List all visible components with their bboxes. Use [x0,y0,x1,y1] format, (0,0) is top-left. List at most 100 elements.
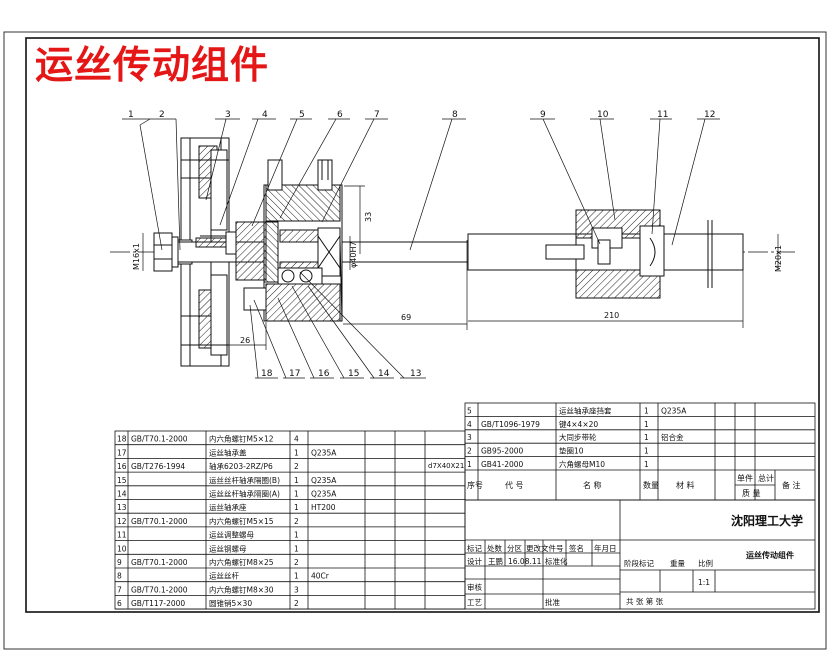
rev-h-zone: 分区 [507,544,522,553]
bom-cell-name: 运丝丝杆 [209,571,239,581]
bom-cell-mat: Q235A [311,448,337,457]
bom-cell-no: 5 [467,406,472,415]
balloon-8: 8 [452,110,458,120]
balloon-7: 7 [374,110,380,120]
dimension-texts: 33 φ40H7 69 210 26 M20x1 M16x1 [132,212,783,345]
bom-cell-qty: 1 [294,490,299,499]
std-label: 标准化 [545,556,568,566]
bom-cell-no: 6 [117,599,122,608]
bom-header: 序号 代 号 名 称 数量 材 料 单件 总计 质 量 备 注 [467,473,801,498]
balloon-9: 9 [540,110,546,120]
bom-cell-name: 运丝轴承盖 [209,447,247,457]
hdr-qty: 数量 [643,480,659,490]
rev-h-date: 年月日 [594,543,617,553]
bom-cell-name: 运丝轴承座挡套 [559,405,612,415]
design-label: 设计 [467,556,482,566]
bom-cell-code: GB95-2000 [481,447,524,456]
bom-cell-code: GB/T70.1-2000 [131,517,188,526]
outer-border [3,31,827,650]
bom-right-grid [464,402,816,501]
bom-cell-name: 运丝调整螺母 [209,530,254,540]
bom-cell-qty: 1 [294,544,299,553]
weight-label: 重量 [670,559,685,568]
bom-cell-qty: 4 [294,435,299,444]
bom-cell-no: 1 [467,460,472,469]
bom-cell-qty: 2 [294,599,299,608]
balloon-4: 4 [262,110,268,120]
bom-cell-code: GB/T117-2000 [131,599,185,608]
drawing-frame [25,37,820,613]
bom-cell-qty: 2 [294,462,299,471]
bom-cell-name: 运丝丝杆轴承隔圈(A) [209,489,280,499]
balloon-10: 10 [597,110,609,120]
balloon-14: 14 [378,369,390,379]
bom-cell-name: 六角螺母M10 [559,459,605,469]
bom-cell-name: 垫圈10 [559,446,584,456]
bom-cell-qty: 2 [294,558,299,567]
bom-cell-no: 7 [117,585,122,594]
balloon-5: 5 [299,110,305,120]
bom-cell-name: 内六角螺钉M8×25 [209,557,274,567]
bom-cell-no: 12 [117,517,127,526]
drawing-title: 运丝传动组件 [35,42,270,87]
bom-cell-no: 2 [467,447,472,456]
bom-cell-no: 18 [117,435,127,444]
balloon-2: 2 [159,110,165,120]
rev-h-count: 处数 [487,543,502,553]
dim-69: 69 [401,313,411,322]
bom-cell-qty: 2 [294,517,299,526]
bom-cell-name: 内六角螺钉M8×30 [209,584,274,594]
balloon-11: 11 [657,110,668,120]
sheets-label: 共 张 第 张 [626,596,664,606]
bom-cell-no: 11 [117,531,127,540]
balloon-12: 12 [704,110,715,120]
bom-cell-name: 大同步带轮 [559,432,597,442]
bom-cell-no: 14 [117,490,127,499]
bom-cell-qty: 1 [644,460,649,469]
review-label: 审核 [467,582,482,592]
bom-cell-code: GB/T70.1-2000 [131,585,188,594]
designer: 王鹏 [488,556,503,566]
hdr-name: 名 称 [583,480,602,490]
part-balloons [122,118,720,379]
dim-26: 26 [240,336,250,345]
bom-cell-no: 13 [117,503,127,512]
rev-h-sign: 签名 [569,543,584,553]
drawing-name: 运丝传动组件 [746,550,794,560]
bearing-housing [225,159,343,322]
bom-cell-no: 16 [117,462,127,471]
bom-cell-no: 4 [467,420,472,429]
rev-h-mark: 标记 [467,543,482,553]
balloon-1: 1 [128,110,134,120]
balloon-18: 18 [261,369,273,379]
bom-cell-qty: 1 [644,447,649,456]
bom-cell-code: GB41-2000 [481,460,524,469]
bom-cell-qty: 1 [294,476,299,485]
hdr-mat: 材 料 [676,480,695,490]
bom-cell-mat: 40Cr [311,572,330,581]
bom-cell-name: 轴承6203-2RZ/P6 [209,461,273,471]
bom-cell-code: GB/T276-1994 [131,462,185,471]
assembly-view [110,137,795,367]
bom-cell-name: 运丝钢螺母 [209,543,247,553]
bom-cell-no: 8 [117,572,122,581]
bom-cell-qty: 1 [294,503,299,512]
title-block: 沈阳理工大学 运丝传动组件 标记 处数 分区 更改文件号 签名 年月日 设计 王… [467,513,803,607]
side-note: d7X40X21 [428,462,464,470]
title-block-grid [464,499,816,610]
bom-cell-name: 内六角螺钉M5×15 [209,516,274,526]
balloon-6: 6 [337,110,343,120]
dim-210: 210 [604,311,619,320]
rev-h-file: 更改文件号 [526,543,564,553]
hdr-unit: 单件 [737,473,753,483]
bom-cell-code: GB/T1096-1979 [481,420,540,429]
bom-cell-name: 圆锥销5×30 [209,598,252,608]
bom-cell-mat: Q235A [311,476,337,485]
bom-cell-qty: 1 [644,420,649,429]
bom-cell-qty: 3 [294,585,299,594]
bom-left-grid [114,430,466,610]
bom-cell-code: GB/T70.1-2000 [131,435,188,444]
university-name: 沈阳理工大学 [731,513,803,528]
